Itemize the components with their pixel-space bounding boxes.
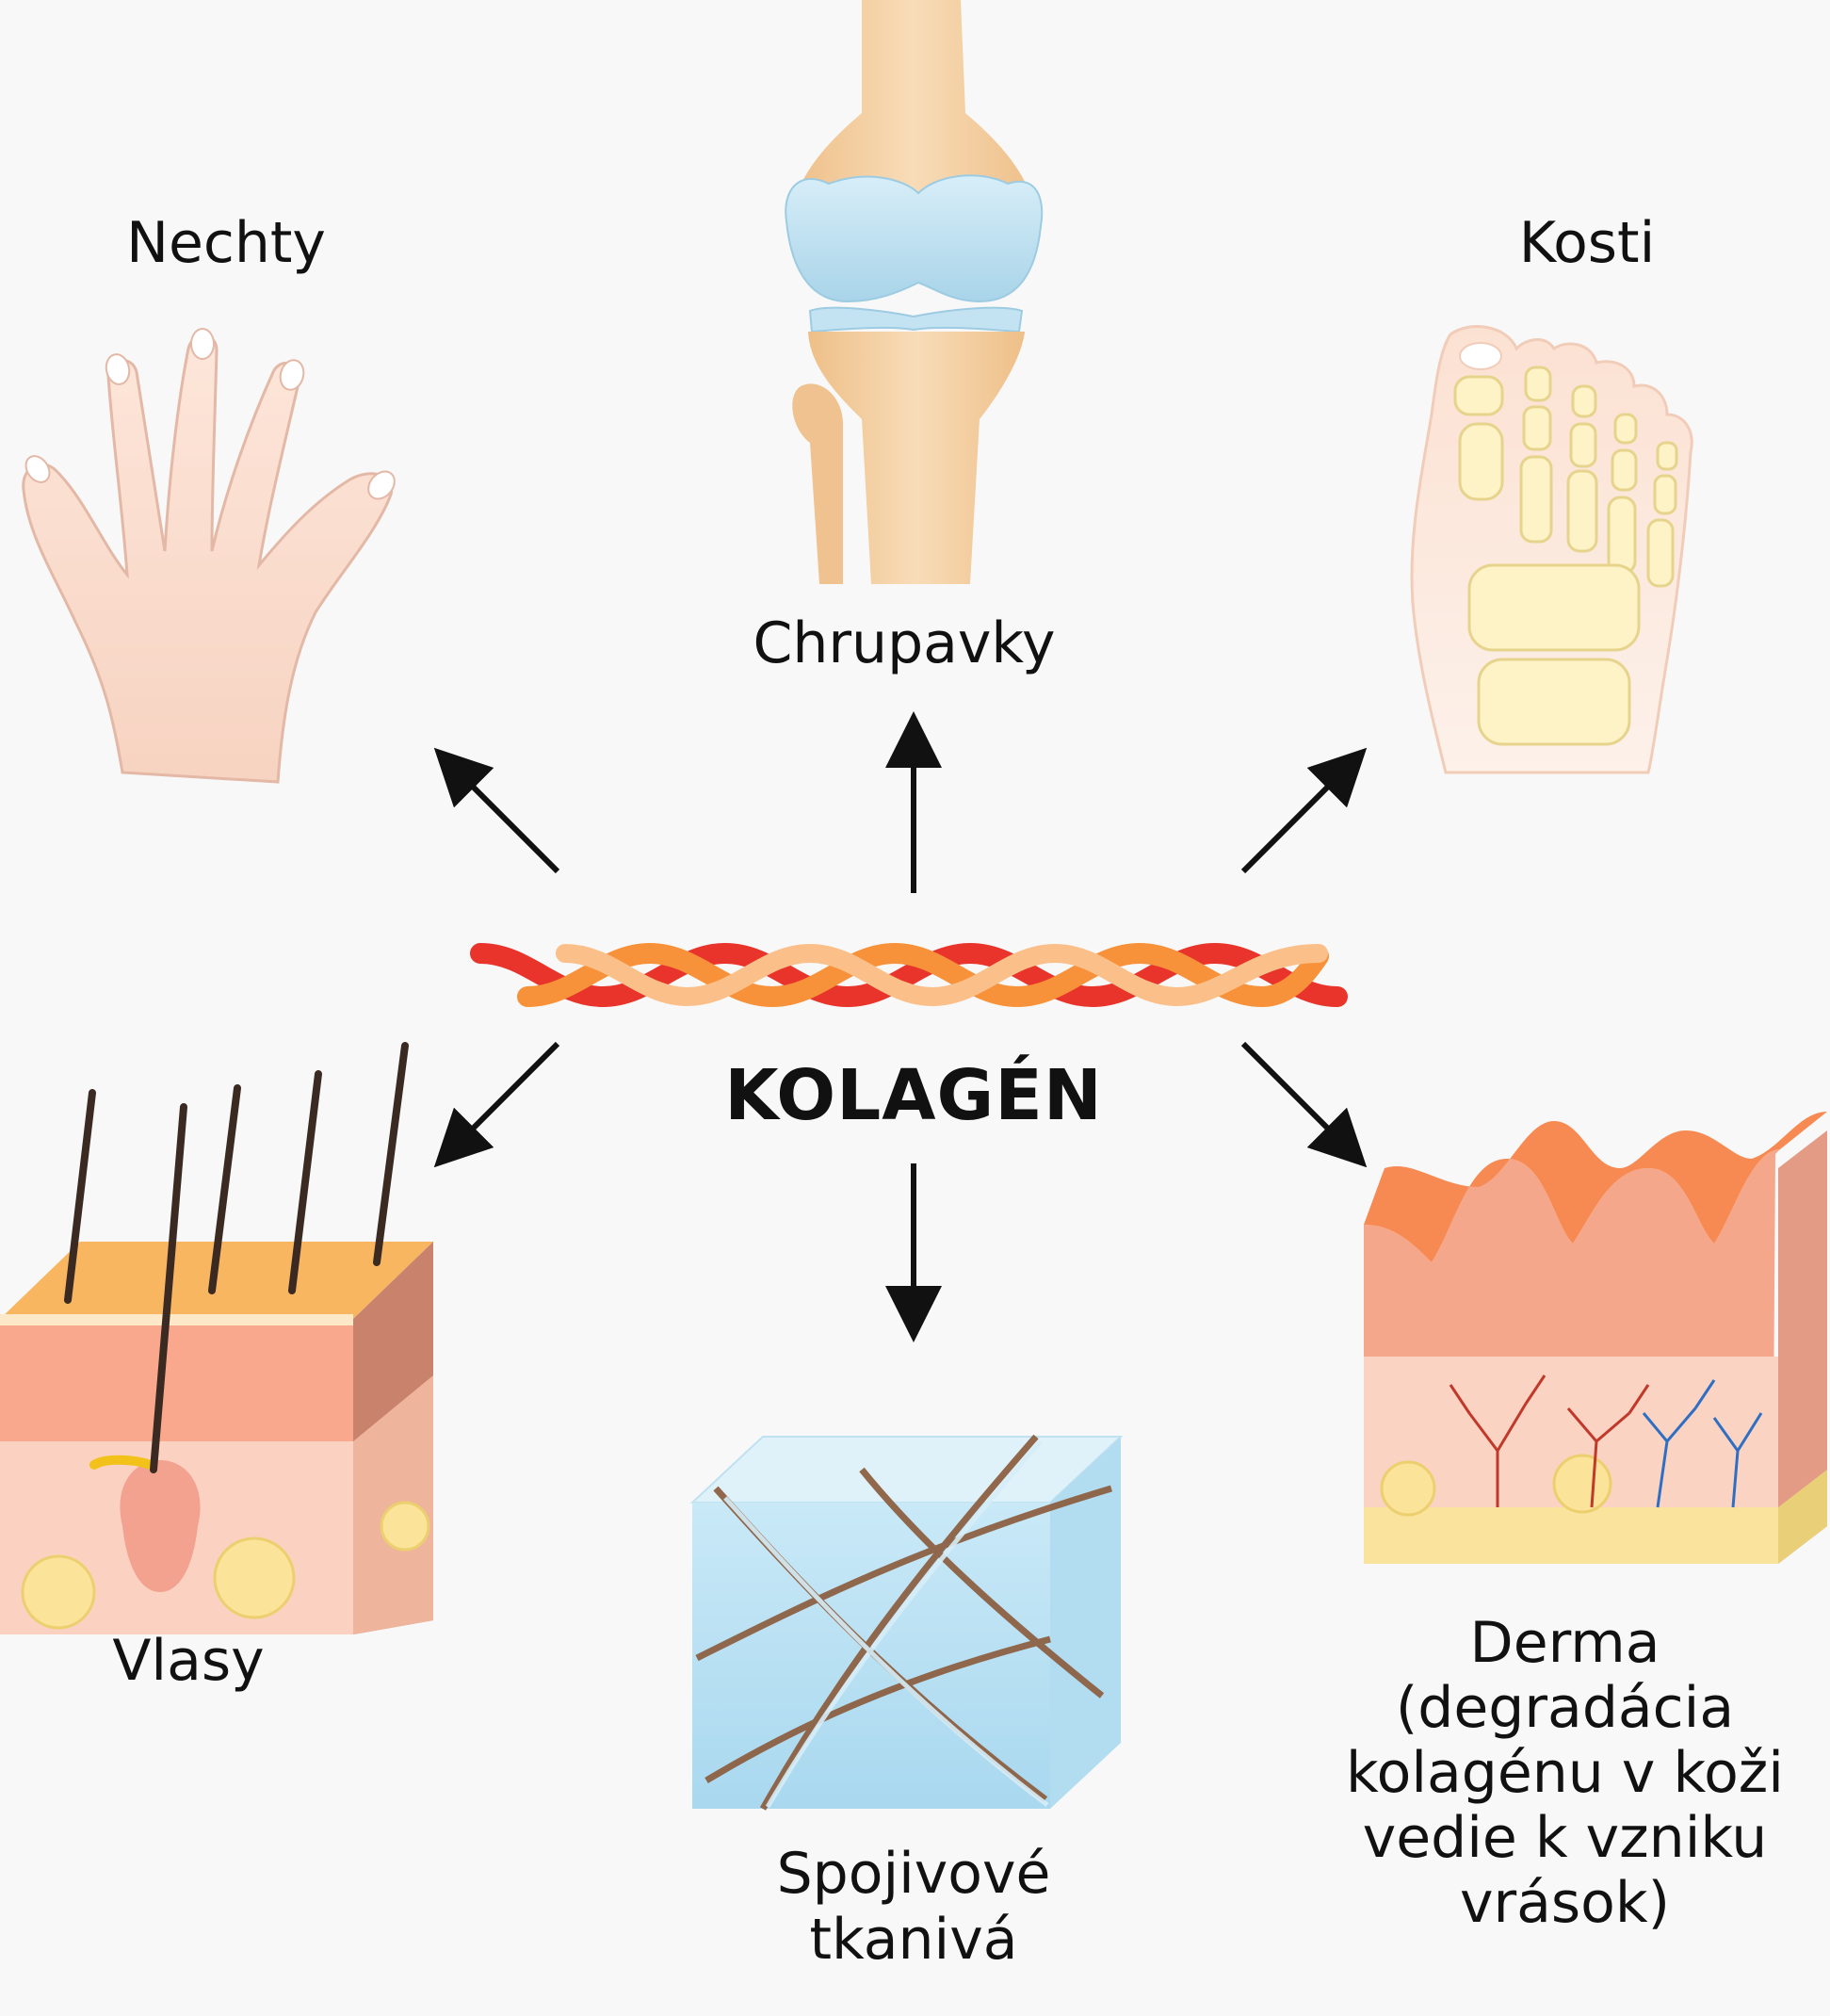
label-derma: Derma (degradácia kolagénu v koži vedie …: [1300, 1611, 1830, 1936]
arrow-to-vlasy: [433, 1041, 560, 1168]
hair-skin-icon: [0, 1042, 433, 1634]
label-vlasy: Vlasy: [112, 1628, 265, 1694]
arrows: [433, 711, 1368, 1342]
arrow-to-kosti: [1240, 747, 1368, 874]
label-derma-line3: kolagénu v koži: [1346, 1740, 1784, 1806]
label-spojive-line1: Spojivové: [776, 1841, 1051, 1907]
knee-joint-icon: [785, 0, 1044, 584]
label-spojive-tkaniva: Spojivové tkanivá: [678, 1841, 1149, 1973]
foot-bones-icon: [1410, 325, 1693, 774]
label-derma-line2: (degradácia: [1395, 1675, 1735, 1741]
label-derma-line4: vedie k vzniku: [1362, 1805, 1768, 1871]
label-chrupavky: Chrupavky: [753, 610, 1056, 676]
label-derma-line1: Derma: [1469, 1610, 1660, 1676]
label-kosti: Kosti: [1518, 210, 1656, 276]
collagen-triple-helix-icon: [470, 942, 1348, 1008]
arrow-to-nechty: [433, 747, 560, 874]
dermis-wrinkle-icon: [1364, 1112, 1827, 1564]
label-nechty: Nechty: [126, 210, 326, 276]
arrow-to-derma: [1240, 1041, 1368, 1168]
label-spojive-line2: tkanivá: [809, 1906, 1018, 1973]
connective-tissue-cube-icon: [689, 1434, 1124, 1811]
hand-icon: [22, 328, 396, 784]
label-derma-line5: vrások): [1459, 1870, 1671, 1936]
kolagen-title: KOLAGÉN: [724, 1055, 1103, 1136]
